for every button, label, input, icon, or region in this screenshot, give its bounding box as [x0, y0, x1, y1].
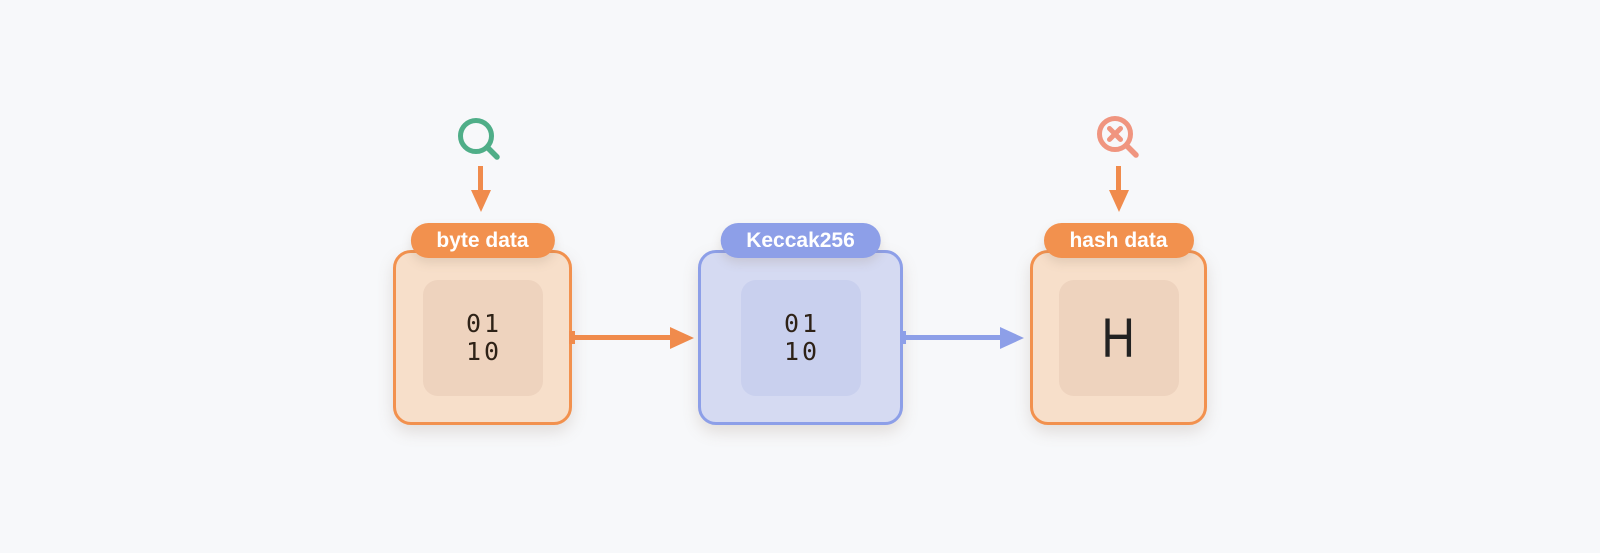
- arrow-head: [670, 327, 694, 349]
- arrow-shaft: [1116, 166, 1121, 191]
- search-error-icon: [1094, 113, 1144, 163]
- node-label-hash-data: hash data: [1043, 223, 1194, 258]
- binary-content: 01 10: [783, 308, 821, 366]
- arrow-shaft: [478, 166, 483, 191]
- node-label-byte-data: byte data: [410, 223, 555, 258]
- node-label-keccak256: Keccak256: [720, 223, 881, 258]
- arrow-byte-to-keccak-icon: [569, 327, 694, 349]
- node-hash-data: hash data H: [1030, 223, 1207, 425]
- arrow-shaft: [572, 335, 670, 340]
- search-icon: [455, 115, 505, 165]
- node-content-byte-data: 01 10: [422, 279, 543, 396]
- node-content-hash-data: H: [1058, 279, 1179, 396]
- arrow-down-to-byte-data-icon: [471, 166, 491, 212]
- arrow-head: [1109, 190, 1129, 212]
- node-byte-data: byte data 01 10: [393, 223, 572, 425]
- hash-symbol: H: [1101, 305, 1136, 369]
- arrow-head: [1000, 327, 1024, 349]
- binary-content: 01 10: [465, 308, 503, 366]
- arrow-keccak-to-hash-icon: [900, 327, 1025, 349]
- arrow-down-to-hash-data-icon: [1109, 166, 1129, 212]
- node-keccak256: Keccak256 01 10: [698, 223, 903, 425]
- node-content-keccak256: 01 10: [740, 279, 861, 396]
- arrow-head: [471, 190, 491, 212]
- arrow-shaft: [903, 335, 1000, 340]
